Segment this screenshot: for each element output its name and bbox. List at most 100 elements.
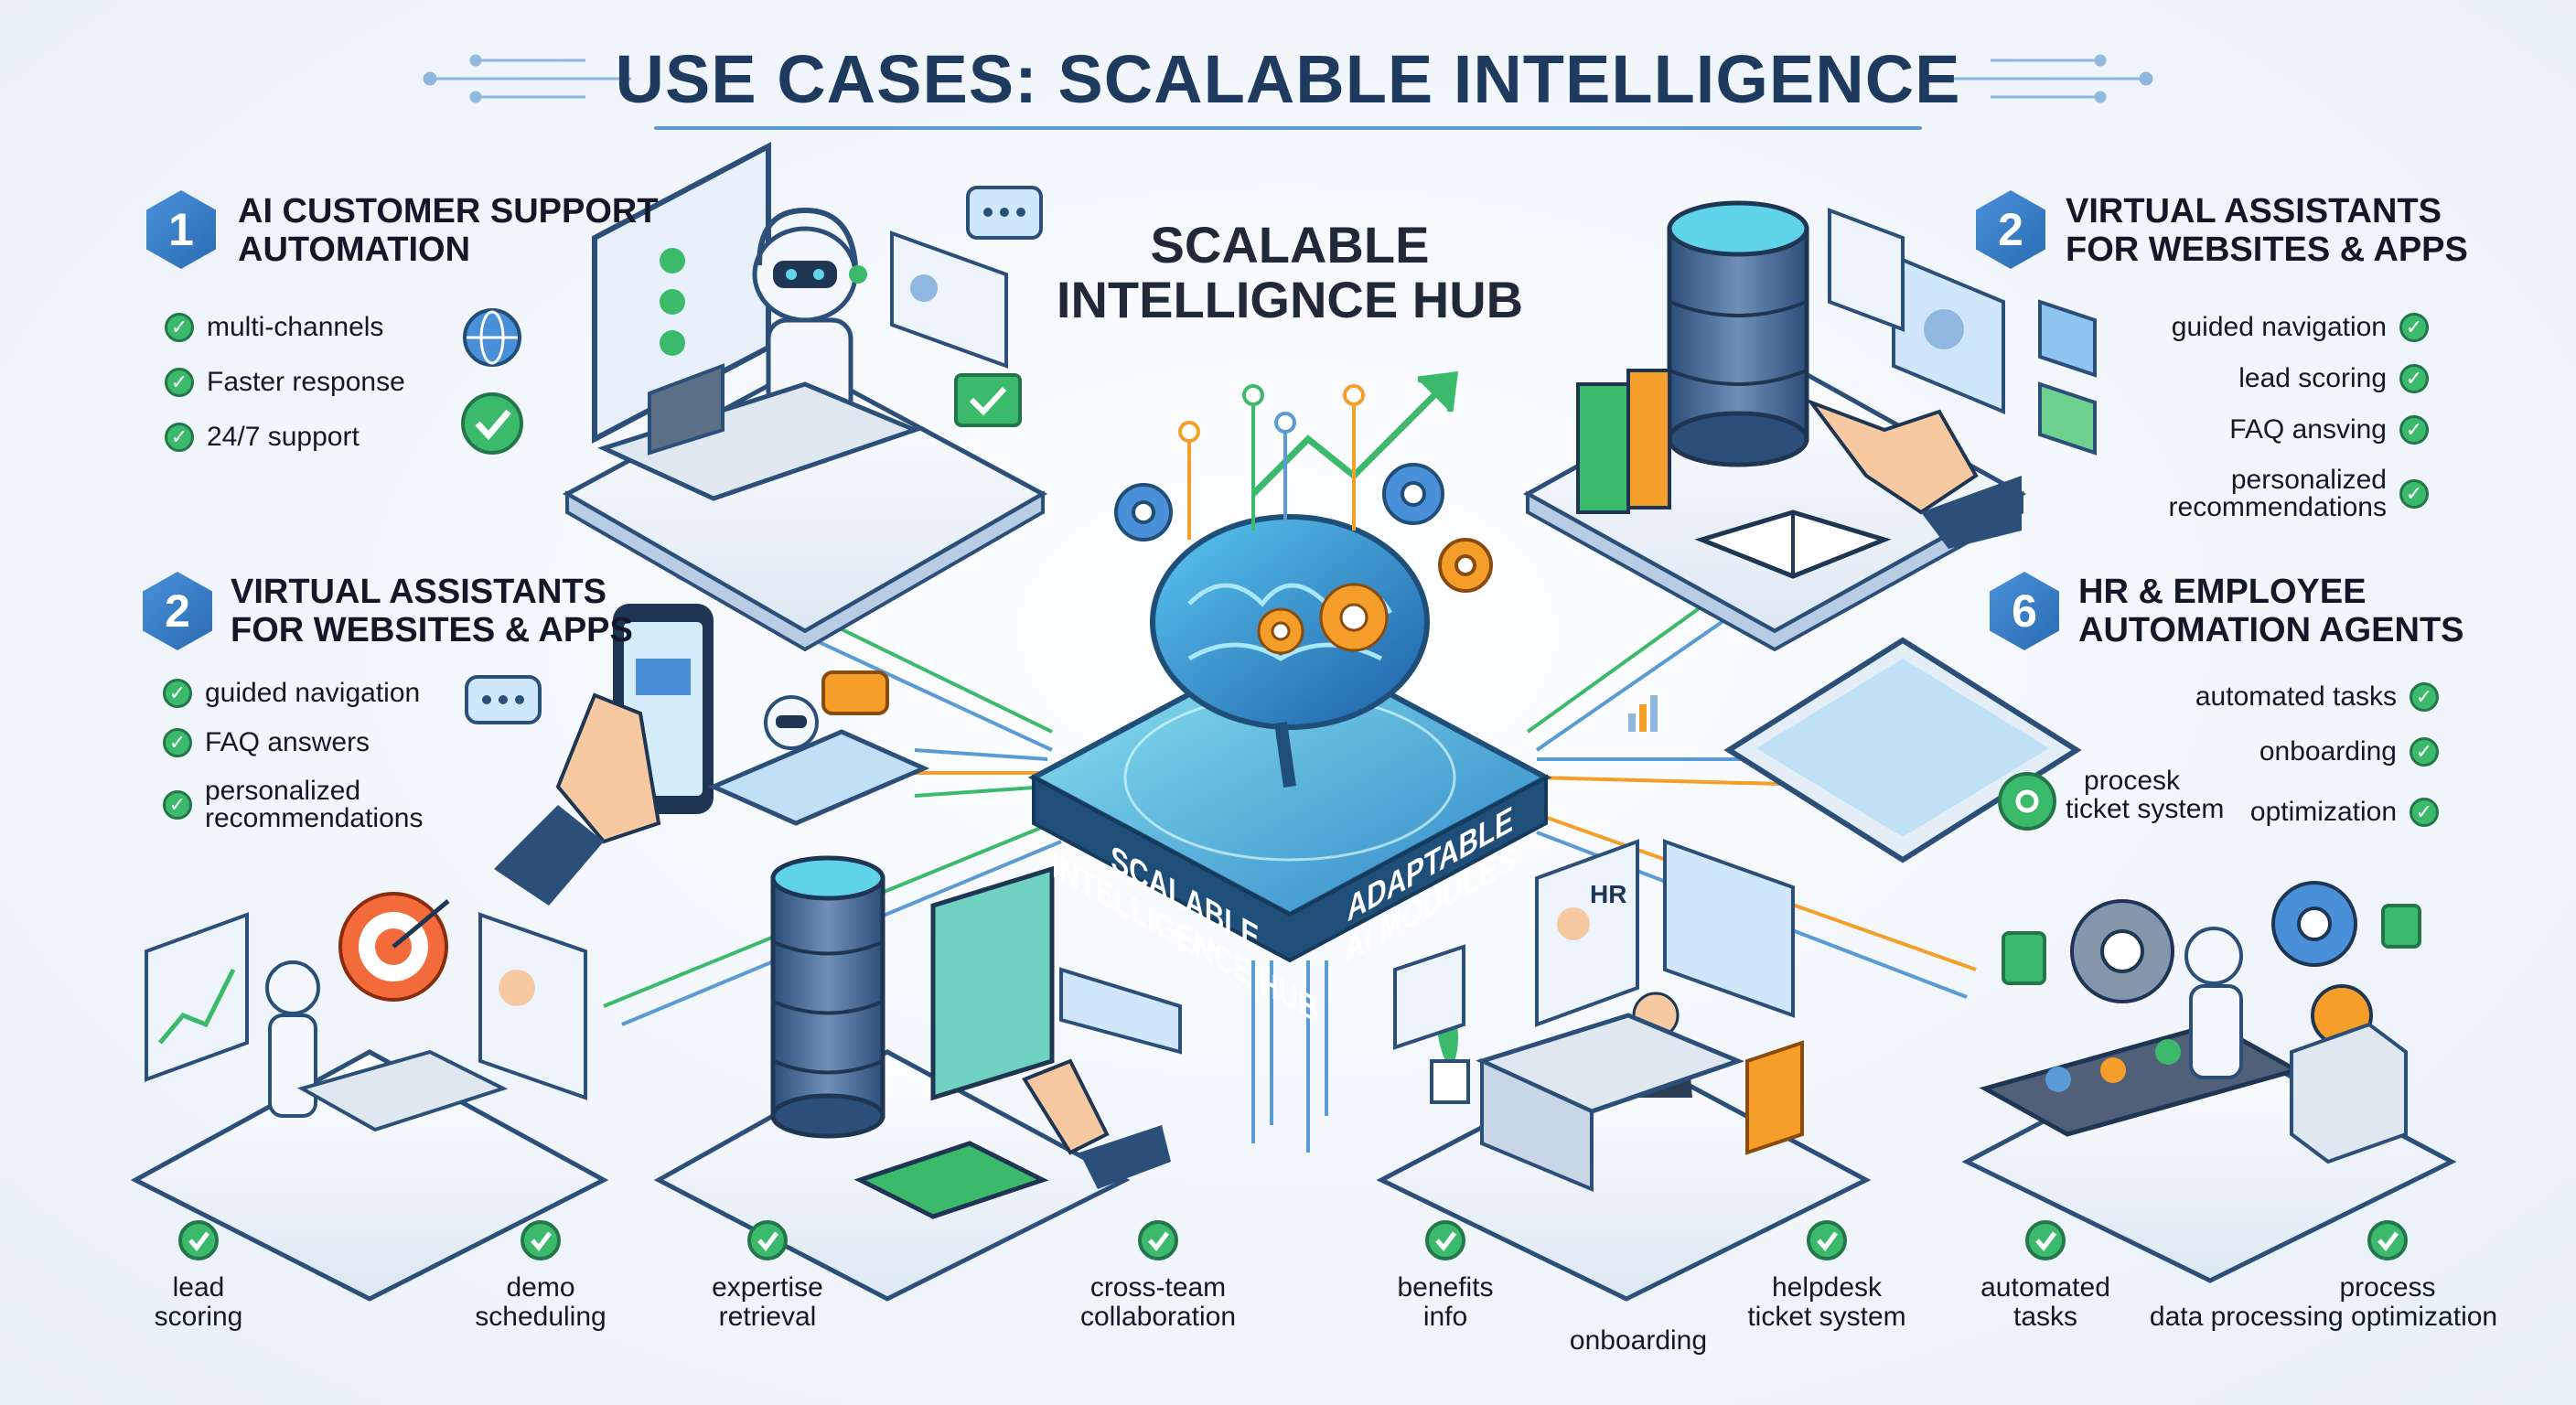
item-label: recommendations <box>2168 492 2387 522</box>
bottom-label-line1: onboarding <box>1569 1325 1708 1356</box>
check-icon: ✓ <box>2399 479 2429 509</box>
check-icon <box>2367 1220 2408 1260</box>
circuit-decoration-left <box>423 54 631 103</box>
check-icon <box>178 1220 219 1260</box>
database-icon <box>1667 200 1809 467</box>
section-title-line2: FOR WEBSITES & APPS <box>2066 231 2468 269</box>
bottom-label-line2: scheduling <box>475 1302 606 1332</box>
check-icon: ✓ <box>2410 798 2439 827</box>
bottom-label-line1: cross-team <box>1089 1272 1227 1303</box>
bottom-check-icons <box>178 1220 2408 1260</box>
pointing-hand-icon <box>1806 398 2022 549</box>
check-icon <box>2025 1220 2066 1260</box>
onboarding-card-icon <box>1393 944 1465 1050</box>
circuit-decoration-right <box>1945 54 2153 103</box>
chart-board-icon <box>145 912 249 1082</box>
check-icon: ✓ <box>2399 364 2429 393</box>
hr-card-label: HR <box>1590 880 1627 908</box>
gear-badge-label: procesk ticket system <box>2066 767 2224 823</box>
ebook-screen-icon <box>930 865 1182 1101</box>
bottom-label-line2: scoring <box>154 1302 243 1332</box>
page-title: USE CASES: SCALABLE INTELLIGENCE <box>615 41 1961 117</box>
section-title-hr-agents: HR & EMPLOYEE AUTOMATION AGENTS <box>2078 573 2464 649</box>
list-item: ✓multi-channels <box>165 313 405 342</box>
section-number-badge: 2 <box>1976 190 2045 269</box>
item-label: FAQ answers <box>205 727 370 757</box>
check-icon: ✓ <box>2410 737 2439 767</box>
bottom-label-line1: expertise <box>712 1272 823 1303</box>
machine-icon <box>2290 1022 2408 1164</box>
section-title-line2: AUTOMATION AGENTS <box>2078 611 2464 649</box>
bottom-label-line1: lead <box>172 1272 225 1303</box>
bottom-label-line2: data processing optimization <box>2149 1302 2498 1332</box>
item-label: onboarding <box>2259 736 2397 767</box>
title-underline <box>654 126 1922 130</box>
gear-badge-label-line2: ticket system <box>2066 794 2225 824</box>
check-icon: ✓ <box>2410 682 2439 712</box>
chat-bubble-dots-icon <box>465 675 542 724</box>
section-number-badge: 6 <box>1990 572 2059 650</box>
bottom-label-line1: process <box>2339 1272 2436 1303</box>
robot-icon-2 <box>2184 927 2243 1079</box>
desk-icon <box>597 363 922 501</box>
item-label: Faster response <box>207 367 405 397</box>
hr-agents-list: automated tasks✓ onboarding✓ optimizatio… <box>2104 682 2439 827</box>
list-item: ✓ FAQ answers <box>163 728 423 757</box>
hub-title: SCALABLE INTELLIGNCE HUB <box>970 218 1610 327</box>
books-icon <box>1576 369 1671 514</box>
chat-bubble-icon <box>966 186 1043 240</box>
section-title-line1: HR & EMPLOYEE <box>2078 573 2367 611</box>
avatar-card-icon <box>1892 253 2005 414</box>
check-icon <box>521 1220 561 1260</box>
chat-card-icons <box>2038 299 2097 456</box>
section-title-virtual-assistants-left: VIRTUAL ASSISTANTS FOR WEBSITES & APPS <box>231 573 633 649</box>
customer-support-list: ✓multi-channels ✓Faster response ✓24/7 s… <box>165 313 405 452</box>
bottom-label-line2: tasks <box>2012 1302 2078 1332</box>
signal-dots <box>1178 384 1365 540</box>
check-icon: ✓ <box>163 679 192 708</box>
check-icon: ✓ <box>163 728 192 757</box>
check-icon <box>747 1220 788 1260</box>
check-icon: ✓ <box>163 790 192 820</box>
section-title-line2: AUTOMATION <box>238 231 471 269</box>
target-icon <box>338 892 450 1002</box>
gear-orange-icon <box>1438 538 1493 593</box>
item-label: automated tasks <box>2195 681 2397 712</box>
list-item: ✓ guided navigation <box>163 679 423 708</box>
item-label: FAQ ansving <box>2229 414 2387 445</box>
check-icon <box>1138 1220 1178 1260</box>
gear-blue-icon <box>1114 463 1444 542</box>
check-icon: ✓ <box>165 423 194 452</box>
item-label: guided navigation <box>205 678 421 708</box>
hand-icon <box>494 692 661 906</box>
growth-arrow-icon <box>1250 370 1459 497</box>
section-title-line1: VIRTUAL ASSISTANTS <box>2066 192 2442 231</box>
bottom-label-line2: collaboration <box>1079 1302 1237 1332</box>
bottom-label-line2: ticket system <box>1747 1302 1906 1332</box>
profile-card-icon-2 <box>478 912 587 1100</box>
hub-title-line2: INTELLIGNCE HUB <box>1056 271 1524 328</box>
platform-lead-scoring <box>130 1049 609 1302</box>
table-icon <box>296 1049 509 1132</box>
list-item: onboarding ✓ <box>2104 737 2439 767</box>
item-label: multi-channels <box>207 312 384 342</box>
platform-tablet-right <box>1723 637 2082 863</box>
check-icon <box>1807 1220 1847 1260</box>
book-icon <box>853 1141 1049 1219</box>
item-label: personalized <box>2230 465 2387 495</box>
tablet-icon <box>707 729 930 826</box>
mini-robot-icon <box>764 695 819 750</box>
bottom-label-line1: benefits <box>1397 1272 1494 1303</box>
list-item: automated tasks ✓ <box>2104 682 2439 712</box>
check-icon: ✓ <box>165 368 194 397</box>
section-title-line1: AI CUSTOMER SUPPORT <box>238 192 659 231</box>
virtual-assistants-right-list: guided navigation✓ lead scoring✓ FAQ ans… <box>2012 313 2429 521</box>
hub-title-line1: SCALABLE <box>1150 216 1430 273</box>
mini-chart-icon <box>1628 695 1658 732</box>
browser-window-icon <box>1828 208 1905 332</box>
